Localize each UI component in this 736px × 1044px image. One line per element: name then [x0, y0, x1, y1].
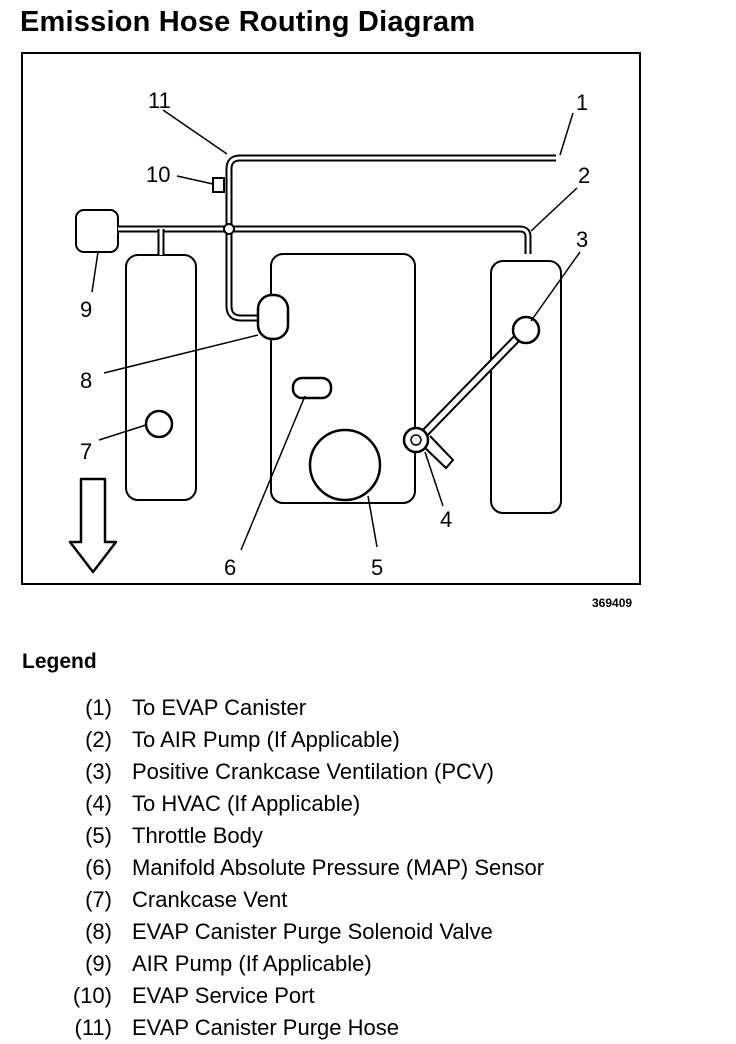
legend-label: Positive Crankcase Ventilation (PCV): [132, 759, 494, 784]
crankcase-vent: [144, 409, 174, 439]
legend-title: Legend: [22, 650, 97, 673]
legend-label: To HVAC (If Applicable): [132, 791, 361, 816]
legend-label: AIR Pump (If Applicable): [132, 951, 372, 976]
legend-label: To AIR Pump (If Applicable): [132, 727, 400, 752]
callout-1: 1: [576, 90, 588, 115]
throttle-body: [308, 428, 382, 502]
legend-label: EVAP Canister Purge Hose: [132, 1015, 399, 1040]
map-sensor: [291, 376, 333, 400]
air-pump-hose: [118, 225, 532, 254]
legend-number: (8): [85, 919, 112, 944]
pcv-valve: [511, 315, 541, 345]
hvac-fitting: [421, 435, 455, 470]
callout-4: 4: [440, 507, 452, 532]
callout-6: 6: [224, 555, 236, 580]
legend-number: (5): [85, 823, 112, 848]
legend-label: Throttle Body: [132, 823, 263, 848]
legend-label: Crankcase Vent: [132, 887, 288, 912]
legend-number: (9): [85, 951, 112, 976]
intake-manifold: [270, 253, 416, 504]
callout-11: 11: [148, 88, 171, 113]
callout-10: 10: [146, 162, 170, 187]
diagram-frame: [21, 52, 641, 585]
callout-8: 8: [80, 368, 92, 393]
hose-routing-diagram: 1 2 3 4 5 6 7 8 9 10 11: [21, 52, 641, 585]
legend-number: (10): [72, 983, 112, 1008]
legend-label: EVAP Service Port: [132, 983, 315, 1008]
legend-label: EVAP Canister Purge Solenoid Valve: [132, 919, 493, 944]
purge-hose: [225, 154, 556, 322]
legend-number: (6): [85, 855, 112, 880]
legend-number: (2): [85, 727, 112, 752]
legend-number: (11): [74, 1015, 113, 1040]
leader-lines: [91, 109, 581, 551]
air-pump: [75, 209, 119, 253]
front-arrow-icon: [68, 477, 118, 574]
legend-number: (1): [85, 695, 112, 720]
callout-5: 5: [371, 555, 383, 580]
left-valve-cover: [125, 254, 197, 501]
callout-3: 3: [576, 227, 588, 252]
legend-number: (7): [85, 887, 112, 912]
legend-number: (3): [85, 759, 112, 784]
figure-id: 369409: [592, 596, 633, 610]
purge-solenoid-valve: [256, 293, 290, 341]
evap-service-port: [212, 177, 225, 193]
page-title: Emission Hose Routing Diagram: [20, 6, 476, 38]
right-valve-cover: [490, 260, 562, 514]
legend-label: To EVAP Canister: [132, 695, 307, 720]
legend-label: Manifold Absolute Pressure (MAP) Sensor: [132, 855, 545, 880]
callout-7: 7: [80, 439, 92, 464]
callout-2: 2: [578, 163, 590, 188]
legend-number: (4): [85, 791, 112, 816]
callout-9: 9: [80, 297, 92, 322]
